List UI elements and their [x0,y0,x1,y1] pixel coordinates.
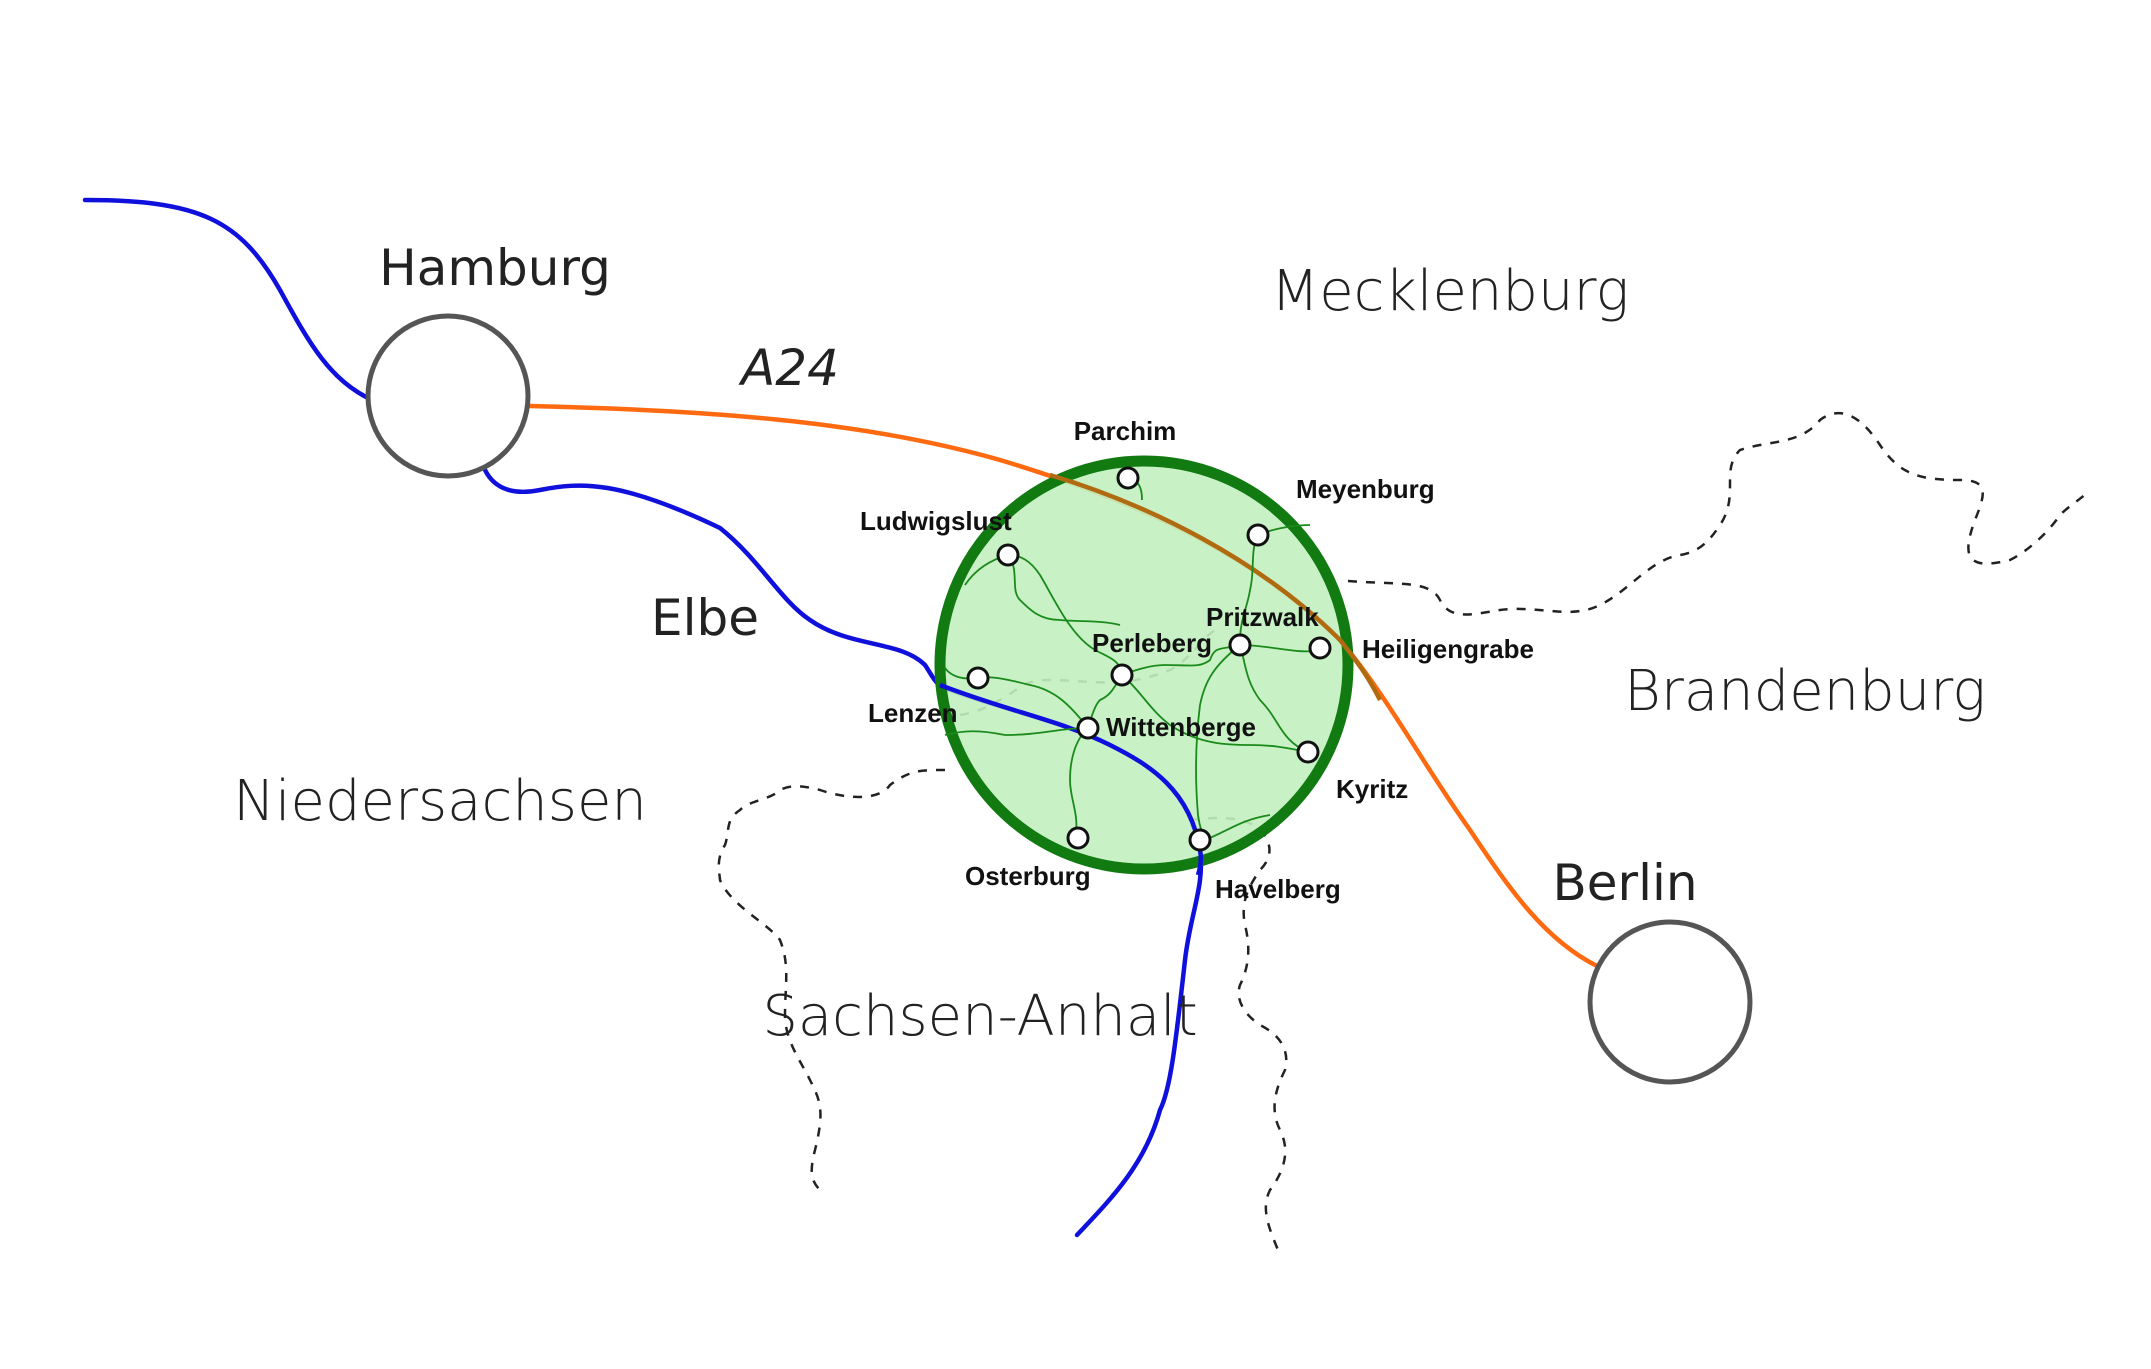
town-label-kyritz: Kyritz [1336,774,1408,804]
highway-label-a24: A24 [738,339,839,397]
river-label-elbe: Elbe [651,589,759,647]
road [1239,534,1259,641]
city-label-berlin: Berlin [1552,854,1697,912]
road [944,727,1089,736]
road [1121,644,1241,676]
road [1069,727,1089,839]
town-label-perleberg: Perleberg [1092,628,1212,658]
town-marker-heiligengrabe [1308,636,1332,660]
town-marker-havelberg [1188,828,1212,852]
town-marker-perleberg [1110,663,1134,687]
road [1239,644,1309,753]
town-marker-parchim [1116,466,1140,490]
town-label-ludwigslust: Ludwigslust [860,506,1012,536]
town-marker-kyritz [1296,740,1320,764]
town-label-havelberg: Havelberg [1215,874,1341,904]
border-sachsenanhalt-brandenburg [1189,816,1288,1256]
region-label-sachsen-anhalt: Sachsen-Anhalt [762,984,1197,1049]
border-niedersachsen-sachsenanhalt [717,768,946,1191]
a24-highway-overlay [1049,472,1383,702]
region-label-brandenburg: Brandenburg [1624,659,1986,724]
region-label-mecklenburg: Mecklenburg [1271,259,1629,324]
berlin-circle [1587,919,1753,1085]
town-label-lenzen: Lenzen [868,698,958,728]
town-markers [966,466,1332,852]
town-marker-ludwigslust [996,543,1020,567]
road [1007,554,1123,676]
town-label-heiligengrabe: Heiligengrabe [1362,634,1534,664]
road [1204,814,1271,841]
town-marker-meyenburg [1246,523,1270,547]
elbe-upper [82,197,375,403]
town-marker-osterburg [1066,826,1090,850]
town-label-pritzwalk: Pritzwalk [1206,602,1319,632]
town-label-meyenburg: Meyenburg [1296,474,1435,504]
road [1121,674,1309,753]
town-marker-lenzen [966,666,990,690]
state-borders [717,411,2091,1256]
town-label-osterburg: Osterburg [965,861,1091,891]
town-label-wittenberge: Wittenberge [1106,712,1256,742]
city-label-hamburg: Hamburg [379,239,611,297]
road [1007,554,1121,626]
town-marker-pritzwalk [1228,633,1252,657]
region-label-niedersachsen: Niedersachsen [233,769,647,834]
hamburg-circle [365,313,531,479]
town-label-parchim: Parchim [1074,416,1177,446]
elbe-overlay [939,682,1204,876]
border-mecklenburg-brandenburg [1347,411,2091,616]
road [974,676,1089,729]
town-marker-wittenberge [1076,716,1100,740]
